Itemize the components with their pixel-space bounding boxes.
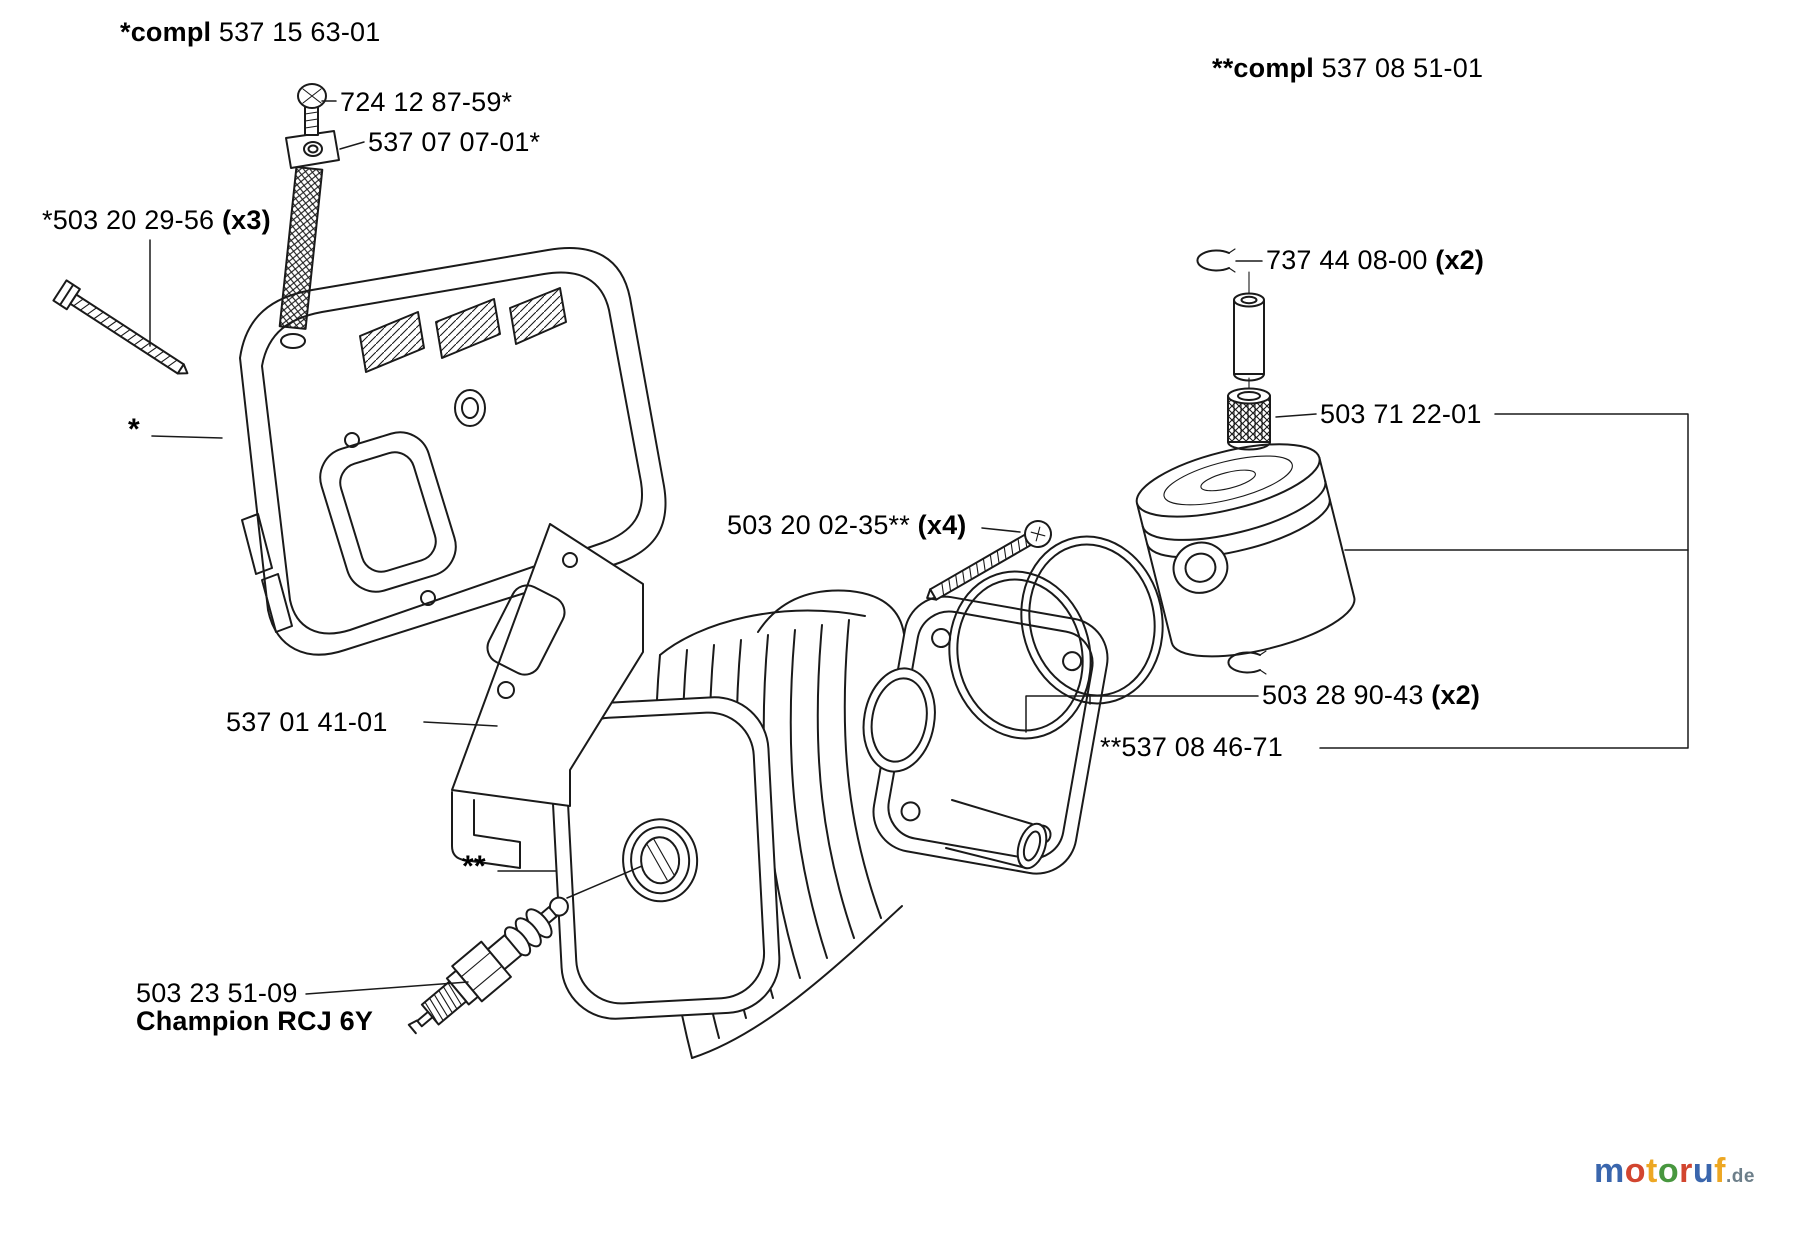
wrist-pin-hole: [1172, 541, 1229, 594]
note-bold: **compl: [1212, 53, 1314, 83]
part-number: 503 20 02-35**: [727, 510, 910, 540]
piston-pin: [1233, 292, 1265, 382]
screen-screw: [297, 83, 327, 136]
leader-lines: [149, 100, 1689, 995]
part-number: 724 12 87-59*: [340, 87, 513, 117]
ref-mark-muffler: *: [128, 413, 140, 446]
note-compl-right: **compl 537 08 51-01: [1212, 54, 1483, 82]
muffler-exhaust-port: [319, 431, 457, 593]
part-number: 503 71 22-01: [1320, 399, 1482, 429]
part-number: 537 07 07-01*: [368, 127, 541, 157]
muffler-bolt: [52, 279, 189, 375]
cylinder-screw: [926, 520, 1052, 601]
screen-mount-hole: [280, 333, 306, 349]
label-screen: 537 07 07-01*: [368, 128, 540, 156]
watermark-motoruf: motoruf.de: [1594, 1152, 1755, 1191]
part-number: 503 28 90-43: [1262, 680, 1424, 710]
note-compl-left: *compl 537 15 63-01: [120, 18, 380, 46]
ref-asterisk: *: [128, 413, 140, 446]
cylinder-top-boss: [757, 589, 905, 635]
needle-bearing: [1227, 387, 1271, 451]
spark-plug: [407, 896, 569, 1035]
part-qty: (x4): [917, 510, 967, 540]
cylinder-mount-flange: [862, 595, 1109, 875]
label-spark-plug-number: 503 23 51-09: [136, 979, 298, 1007]
cylinder: [549, 589, 1109, 1059]
watermark-suffix: .de: [1725, 1166, 1755, 1187]
pin-circlip-top: [1196, 248, 1236, 273]
ref-asterisk: **: [462, 850, 486, 883]
label-piston-rings: 503 28 90-43 (x2): [1262, 681, 1480, 709]
note-number: 537 15 63-01: [211, 17, 381, 47]
note-number: 537 08 51-01: [1313, 53, 1484, 83]
piston: [1135, 443, 1356, 658]
watermark-word: motoruf: [1594, 1152, 1726, 1190]
part-number: 537 01 41-01: [226, 707, 388, 737]
label-piston: **537 08 46-71: [1100, 733, 1283, 761]
part-qty: (x3): [221, 205, 271, 235]
label-cylinder-screw: 503 20 02-35** (x4): [727, 511, 967, 539]
piston-rings: [948, 535, 1164, 740]
part-number: **537 08 46-71: [1100, 732, 1283, 762]
label-spark-plug-name: Champion RCJ 6Y: [136, 1007, 373, 1035]
note-bold: *compl: [120, 17, 212, 47]
heat-shield-gasket: [451, 523, 644, 869]
label-muffler-bolt: *503 20 29-56 (x3): [42, 206, 271, 234]
part-number: 737 44 08-00: [1266, 245, 1428, 275]
cylinder-stub-pipe: [945, 799, 1048, 870]
label-screw-top: 724 12 87-59*: [340, 88, 512, 116]
label-needle-bearing: 503 71 22-01: [1320, 400, 1482, 428]
cylinder-front-cover: [549, 696, 781, 1020]
muffler-vents: [359, 287, 567, 373]
part-number: *503 20 29-56: [42, 205, 215, 235]
label-pin-circlip: 737 44 08-00 (x2): [1266, 246, 1484, 274]
muffler-slots: [241, 513, 293, 633]
part-name: Champion RCJ 6Y: [136, 1006, 374, 1036]
ref-mark-cylinder: **: [462, 850, 486, 883]
part-qty: (x2): [1435, 245, 1485, 275]
spark-plug-hole: [622, 818, 699, 903]
pin-circlip-bottom: [1227, 650, 1267, 675]
label-gasket: 537 01 41-01: [226, 708, 388, 736]
part-number: 503 23 51-09: [136, 978, 298, 1008]
part-qty: (x2): [1431, 680, 1481, 710]
